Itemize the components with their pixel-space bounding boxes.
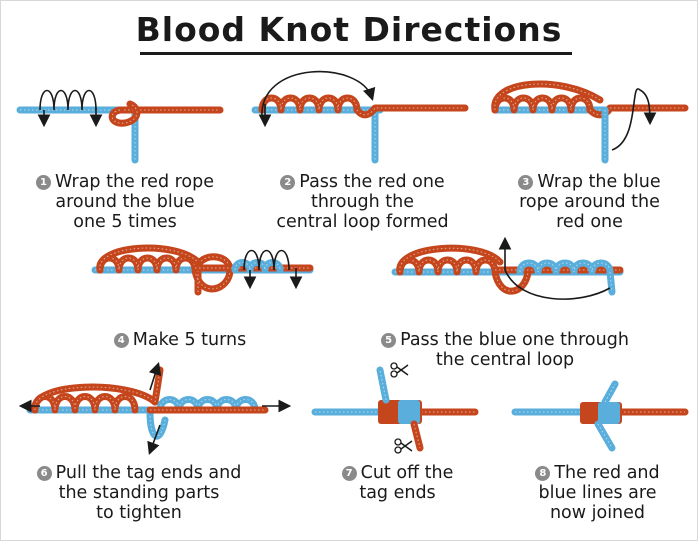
step-5-badge: 5 xyxy=(381,333,396,348)
step-1-caption: 1 Wrap the red rope around the blue one 5… xyxy=(10,172,240,232)
step-7-line-2: tag ends xyxy=(315,483,480,503)
step-2-badge: 2 xyxy=(280,175,295,190)
scissors-icon-ring-b xyxy=(391,371,397,377)
step-3-line-2: rope around the xyxy=(487,192,692,212)
step-8-blue-stub-b xyxy=(605,384,615,402)
step-8-badge: 8 xyxy=(535,466,550,481)
step-4-badge: 4 xyxy=(114,333,129,348)
step-8-caption: 8 The red and blue lines are now joined xyxy=(505,463,690,523)
step-2-line-2: through the xyxy=(245,192,480,212)
step-2-line-1: Pass the red one xyxy=(299,172,444,192)
step-8-line-2: blue lines are xyxy=(505,483,690,503)
scissors-icon-ring-a xyxy=(395,439,401,445)
step-3-line-3: red one xyxy=(487,212,692,232)
step-7-knot-blue xyxy=(398,400,420,424)
step-1-badge: 1 xyxy=(36,175,51,190)
step-1-line-1: Wrap the red rope xyxy=(55,172,214,192)
step-5-caption: 5 Pass the blue one through the central l… xyxy=(345,330,665,370)
step-6-badge: 6 xyxy=(37,466,52,481)
step-2-red-rope xyxy=(357,108,465,115)
step-6-line-2: the standing parts xyxy=(8,483,270,503)
step-7-line-1: Cut off the xyxy=(361,463,454,483)
step-4-caption: 4 Make 5 turns xyxy=(80,330,280,350)
step-6-line-1: Pull the tag ends and xyxy=(56,463,242,483)
step-7-caption: 7 Cut off the tag ends xyxy=(315,463,480,503)
step-3-line-1: Wrap the blue xyxy=(537,172,660,192)
arrow-icon xyxy=(612,89,650,150)
step-6-line-3: to tighten xyxy=(8,503,270,523)
step-7-badge: 7 xyxy=(342,466,357,481)
step-1-line-3: one 5 times xyxy=(10,212,240,232)
scissors-icon-ring-b xyxy=(395,447,401,453)
step-4-line-1: Make 5 turns xyxy=(133,330,246,350)
step-8-line-3: now joined xyxy=(505,503,690,523)
step-1-line-2: around the blue xyxy=(10,192,240,212)
step-5-line-2: the central loop xyxy=(345,350,665,370)
step-2-line-3: central loop formed xyxy=(245,212,480,232)
step-3-caption: 3 Wrap the blue rope around the red one xyxy=(487,172,692,232)
step-3-badge: 3 xyxy=(518,175,533,190)
step-2-caption: 2 Pass the red one through the central lo… xyxy=(245,172,480,232)
scissors-icon-blades xyxy=(401,441,412,451)
step-8-knot-blue xyxy=(598,402,620,424)
step-6-caption: 6 Pull the tag ends and the standing part… xyxy=(8,463,270,523)
step-5-line-1: Pass the blue one through xyxy=(400,330,629,350)
step-8-line-1: The red and xyxy=(554,463,659,483)
